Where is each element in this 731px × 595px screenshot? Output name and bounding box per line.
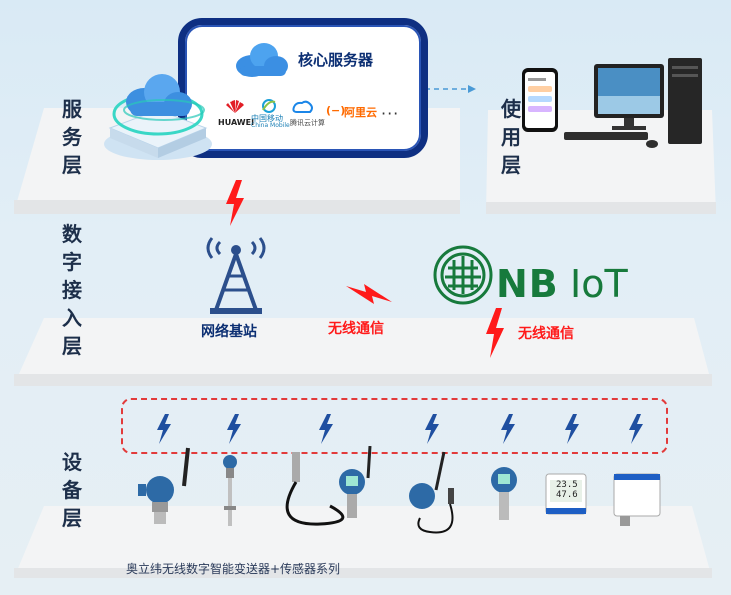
lightning-icon bbox=[346, 284, 392, 304]
nb-iot-logo-icon bbox=[433, 245, 493, 305]
china-mobile-label: 中国移动 bbox=[251, 114, 283, 123]
signal-bolt-icon bbox=[501, 414, 515, 444]
nb-text: NB bbox=[496, 262, 559, 306]
smart-transmitter-icon bbox=[491, 467, 517, 520]
signal-bolt-icon bbox=[425, 414, 439, 444]
device-series-caption: 奥立纬无线数字智能变送器+传感器系列 bbox=[126, 562, 341, 576]
layer-label-service: 服务层 bbox=[62, 97, 82, 177]
access-platform bbox=[14, 318, 712, 385]
tencent-cloud-label: 腾讯云计算 bbox=[290, 119, 325, 127]
huawei-logo-icon bbox=[226, 100, 244, 113]
access-platform-edge bbox=[14, 374, 712, 386]
more-providers-ellipsis: ··· bbox=[381, 104, 400, 123]
layer-label-device: 设备层 bbox=[62, 450, 82, 530]
tencent-cloud-logo-icon bbox=[292, 100, 313, 113]
lightning-icon bbox=[486, 308, 504, 358]
usage-platform bbox=[486, 110, 716, 214]
signal-bolts bbox=[157, 414, 643, 444]
signal-bolt-icon bbox=[629, 414, 643, 444]
layer-label-access: 数字接入层 bbox=[62, 222, 82, 358]
usage-platform-edge bbox=[486, 202, 716, 214]
level-probe-icon bbox=[223, 455, 237, 526]
base-station-label: 网络基站 bbox=[201, 324, 257, 340]
cloud-icon bbox=[236, 43, 288, 77]
signal-bolt-icon bbox=[319, 414, 333, 444]
aliyun-logo-icon: (−) bbox=[326, 104, 346, 117]
lightning-icon bbox=[226, 180, 244, 226]
device-platform bbox=[14, 506, 712, 578]
submersible-sensor-icon bbox=[285, 452, 345, 526]
china-mobile-label-en: China Mobile bbox=[251, 122, 290, 129]
signal-bolt-icon bbox=[227, 414, 241, 444]
base-station-tower-icon bbox=[206, 237, 266, 314]
layer-label-usage: 使用层 bbox=[501, 97, 521, 177]
temp-humidity-sensor-icon bbox=[545, 473, 587, 515]
temperature-probe-icon bbox=[409, 451, 454, 534]
signal-bolt-icon bbox=[157, 414, 171, 444]
sensor-display-temp: 23.5 bbox=[556, 480, 578, 490]
wall-mount-sensor-icon bbox=[613, 473, 661, 526]
data-flow-arrowhead bbox=[468, 85, 476, 93]
wireless-label-1: 无线通信 bbox=[328, 321, 384, 337]
computer-and-phone-icon bbox=[522, 58, 702, 148]
china-mobile-logo-icon bbox=[262, 99, 276, 113]
huawei-label: HUAWEI bbox=[218, 118, 255, 127]
sensor-display-hum: 47.6 bbox=[556, 490, 578, 500]
signal-bolt-icon bbox=[565, 414, 579, 444]
wireless-signal-box bbox=[121, 398, 668, 454]
sensor-devices bbox=[138, 446, 661, 534]
display-transmitter-icon bbox=[339, 446, 372, 518]
cloud-platform-icon bbox=[104, 74, 212, 160]
wireless-label-2: 无线通信 bbox=[518, 326, 574, 342]
aliyun-label: 阿里云 bbox=[344, 106, 377, 119]
core-server-card bbox=[178, 18, 428, 158]
pressure-transmitter-icon bbox=[138, 447, 190, 524]
iot-text: IoT bbox=[570, 262, 628, 306]
core-server-title: 核心服务器 bbox=[298, 51, 374, 69]
device-platform-edge bbox=[14, 568, 712, 578]
